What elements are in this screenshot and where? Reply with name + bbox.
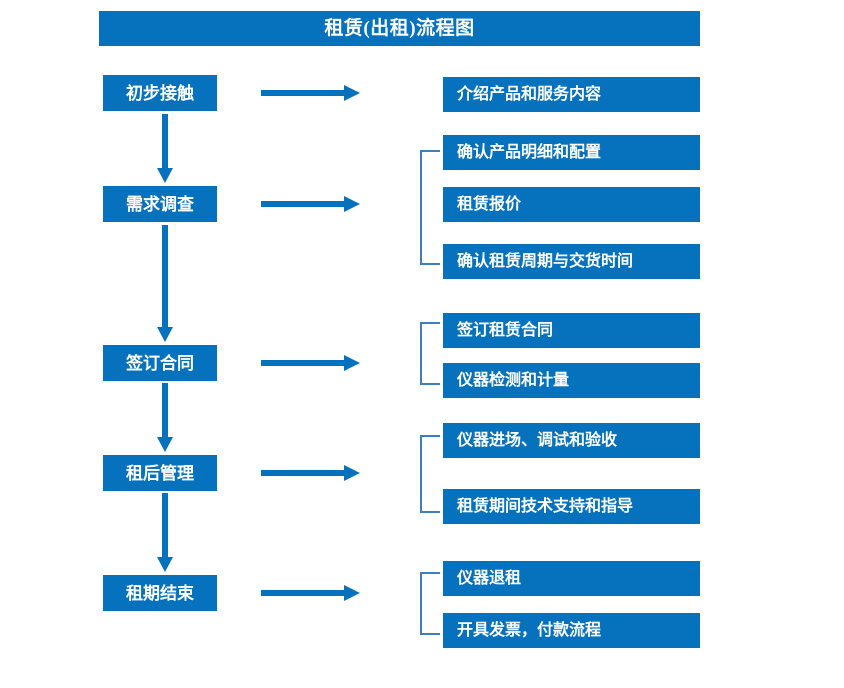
arrow-down-icon-2 [155, 225, 175, 343]
page-title: 租赁(出租)流程图 [99, 11, 700, 46]
detail-box-3-1[interactable]: 签订租赁合同 [443, 313, 700, 348]
detail-box-4-2[interactable]: 租赁期间技术支持和指导 [443, 489, 700, 524]
stage-box-4[interactable]: 租后管理 [103, 455, 217, 491]
detail-box-1-1[interactable]: 介绍产品和服务内容 [443, 77, 700, 112]
left-brace-bracket-icon-5 [419, 572, 441, 635]
detail-box-2-3[interactable]: 确认租赁周期与交货时间 [443, 244, 700, 279]
detail-box-5-2[interactable]: 开具发票，付款流程 [443, 613, 700, 648]
arrow-down-icon-4 [155, 493, 175, 573]
detail-box-2-2[interactable]: 租赁报价 [443, 187, 700, 222]
left-brace-bracket-icon-2 [419, 150, 441, 265]
left-brace-bracket-icon-3 [419, 322, 441, 385]
arrow-right-icon-4 [261, 464, 361, 482]
detail-box-2-1[interactable]: 确认产品明细和配置 [443, 135, 700, 170]
arrow-down-icon-1 [155, 114, 175, 184]
arrow-right-icon-5 [261, 584, 361, 602]
detail-box-4-1[interactable]: 仪器进场、调试和验收 [443, 423, 700, 458]
arrow-right-icon-2 [261, 195, 361, 213]
stage-box-1[interactable]: 初步接触 [103, 75, 217, 111]
arrow-right-icon-1 [261, 84, 361, 102]
left-brace-bracket-icon-4 [419, 435, 441, 513]
detail-box-5-1[interactable]: 仪器退租 [443, 561, 700, 596]
detail-box-3-2[interactable]: 仪器检测和计量 [443, 363, 700, 398]
stage-box-3[interactable]: 签订合同 [103, 345, 217, 381]
stage-box-2[interactable]: 需求调查 [103, 186, 217, 222]
arrow-right-icon-3 [261, 354, 361, 372]
arrow-down-icon-3 [155, 383, 175, 453]
stage-box-5[interactable]: 租期结束 [103, 575, 217, 611]
